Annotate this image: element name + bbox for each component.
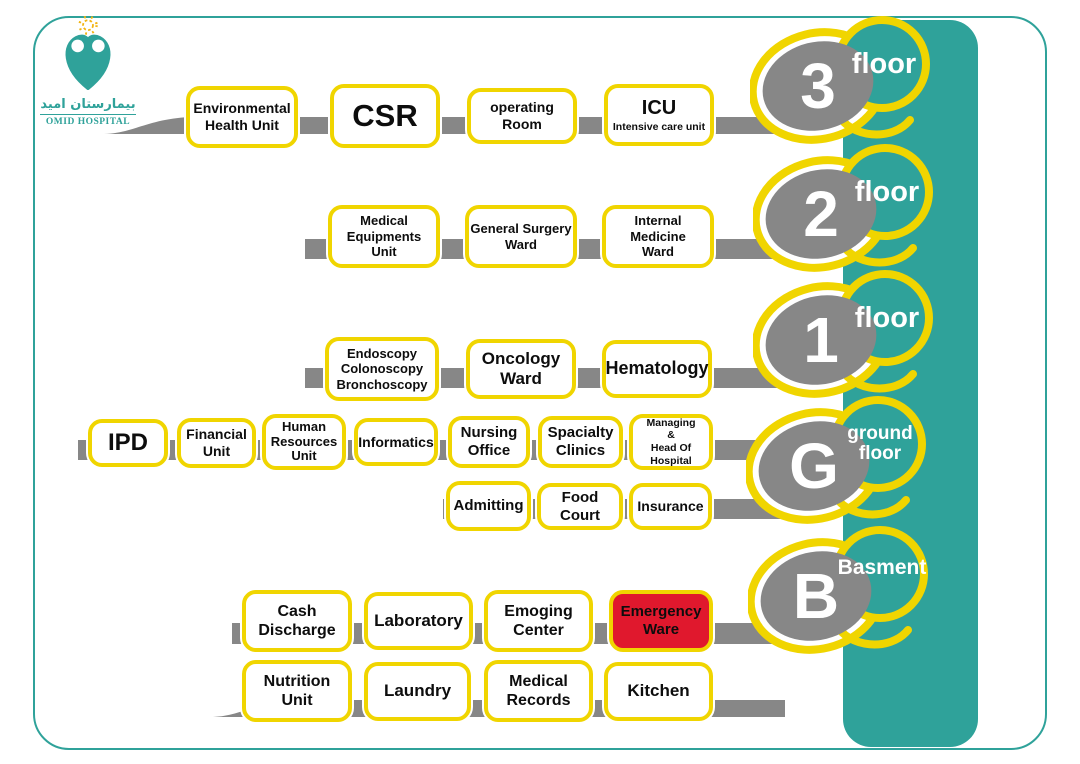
dept-label: Informatics bbox=[358, 433, 434, 450]
floor-badge-ground: G ground floor bbox=[746, 394, 936, 526]
floor-badge-basement: B Basment bbox=[748, 524, 938, 656]
dept-label: Human Resources Unit bbox=[270, 418, 338, 464]
dept-label: Laundry bbox=[383, 681, 452, 701]
dept-box-emergency-ware: Emergency Ware bbox=[609, 590, 713, 652]
dept-box-csr: CSR bbox=[330, 84, 440, 148]
dept-label: Financial Unit bbox=[186, 426, 247, 459]
dept-label: Nursing Office bbox=[460, 424, 518, 459]
dept-label: Medical Equipments Unit bbox=[346, 213, 422, 260]
hospital-name-english: OMID HOSPITAL bbox=[45, 117, 131, 127]
floor-number: 3 bbox=[800, 50, 836, 122]
dept-label: Admitting bbox=[453, 497, 524, 514]
dept-box-emoging-center: Emoging Center bbox=[484, 590, 593, 652]
floor-badge-1: 1 floor bbox=[753, 268, 943, 400]
dept-box-laboratory: Laboratory bbox=[364, 592, 473, 650]
dept-box-insurance: Insurance bbox=[629, 483, 712, 530]
dept-box-financial-unit: Financial Unit bbox=[177, 418, 256, 468]
floor-badge-shape bbox=[753, 144, 933, 272]
floor-label: floor bbox=[854, 175, 920, 208]
dept-box-operating-room: operating Room bbox=[467, 88, 577, 144]
dept-box-endoscopy-colonoscopy-bronchoscopy: Endoscopy Colonoscopy Bronchoscopy bbox=[325, 337, 439, 401]
floor-number: 2 bbox=[803, 178, 839, 250]
dept-box-ipd: IPD bbox=[88, 419, 168, 467]
dept-label: CSR bbox=[352, 98, 418, 134]
dept-label: Laboratory bbox=[374, 610, 463, 630]
dept-label: Environmental Health Unit bbox=[193, 100, 291, 133]
floor-badge-shape bbox=[750, 16, 930, 144]
page-border bbox=[33, 16, 1047, 750]
hospital-logo-icon bbox=[65, 15, 111, 90]
dept-box-managing-head-of-hospital: Managing & Head Of Hospital bbox=[629, 414, 713, 470]
dept-box-human-resources-unit: Human Resources Unit bbox=[262, 414, 346, 470]
dept-box-oncology-ward: Oncology Ward bbox=[466, 339, 576, 399]
dept-box-hematology: Hematology bbox=[602, 340, 712, 398]
dept-box-cash-discharge: Cash Discharge bbox=[242, 590, 352, 652]
dept-label: Internal Medicine Ward bbox=[630, 213, 686, 260]
hospital-name-farsi: بیمارستان امید bbox=[40, 97, 136, 115]
floor-label: floor bbox=[851, 47, 917, 80]
floor-badge-shape bbox=[746, 396, 926, 524]
dept-label: Managing & Head Of Hospital bbox=[646, 416, 696, 467]
dept-box-kitchen: Kitchen bbox=[604, 662, 713, 721]
dept-box-environmental-health-unit: Environmental Health Unit bbox=[186, 86, 298, 148]
dept-label: ICU bbox=[641, 97, 677, 120]
dept-box-medical-records: Medical Records bbox=[484, 660, 593, 722]
floor-badge-shape bbox=[753, 270, 933, 398]
dept-label: Hematology bbox=[605, 358, 709, 379]
floor-label: floor bbox=[854, 301, 920, 334]
dept-label: Emoging Center bbox=[504, 602, 573, 639]
dept-label: General Surgery Ward bbox=[470, 220, 572, 252]
dept-label: Endoscopy Colonoscopy Bronchoscopy bbox=[336, 345, 428, 392]
dept-box-icu: ICU Intensive care unit bbox=[604, 84, 714, 146]
dept-label: Cash Discharge bbox=[258, 602, 336, 639]
floor-label: ground floor bbox=[847, 423, 913, 464]
floor-number: 1 bbox=[803, 304, 839, 376]
floor-number: B bbox=[792, 560, 840, 632]
dept-box-informatics: Informatics bbox=[354, 418, 438, 466]
hospital-logo: بیمارستان امید OMID HOSPITAL bbox=[40, 15, 136, 127]
dept-box-admitting: Admitting bbox=[446, 481, 531, 531]
dept-label: Medical Records bbox=[506, 672, 571, 709]
dept-label: Nutrition Unit bbox=[263, 672, 331, 709]
dept-label: Oncology Ward bbox=[481, 348, 561, 388]
dept-label: Insurance bbox=[637, 498, 704, 515]
dept-box-laundry: Laundry bbox=[364, 662, 471, 721]
dept-label: Spacialty Clinics bbox=[547, 424, 614, 459]
dept-sublabel: Intensive care unit bbox=[612, 121, 706, 134]
dept-label: operating Room bbox=[490, 99, 554, 132]
dept-label: Kitchen bbox=[627, 681, 690, 701]
floor-number: G bbox=[789, 430, 839, 502]
dept-label: IPD bbox=[107, 428, 148, 456]
floor-badge-3: 3 floor bbox=[750, 14, 940, 146]
floor-label: Basment bbox=[837, 555, 927, 579]
dept-box-nutrition-unit: Nutrition Unit bbox=[242, 660, 352, 722]
dept-box-food-court: Food Court bbox=[537, 483, 623, 530]
dept-label: Food Court bbox=[560, 488, 600, 524]
floor-badge-2: 2 floor bbox=[753, 142, 943, 274]
dept-box-nursing-office: Nursing Office bbox=[448, 416, 530, 468]
floor-badge-shape bbox=[748, 526, 928, 654]
dept-label: Emergency Ware bbox=[620, 603, 702, 638]
dept-box-internal-medicine-ward: Internal Medicine Ward bbox=[602, 205, 714, 268]
dept-box-spacialty-clinics: Spacialty Clinics bbox=[538, 416, 623, 468]
dept-box-medical-equipments-unit: Medical Equipments Unit bbox=[328, 205, 440, 268]
dept-box-general-surgery-ward: General Surgery Ward bbox=[465, 205, 577, 268]
